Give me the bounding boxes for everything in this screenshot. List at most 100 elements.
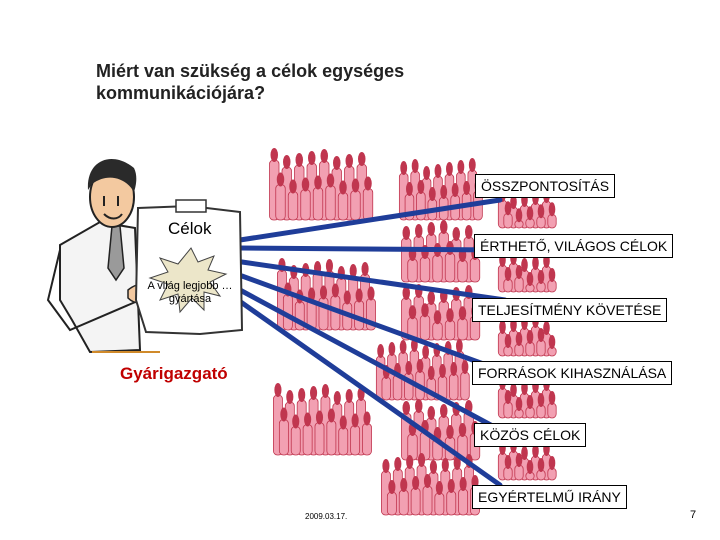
crowd-person-body bbox=[422, 485, 433, 516]
crowd-person-head bbox=[446, 162, 453, 176]
crowd-person-head bbox=[427, 406, 435, 420]
director-label: Gyárigazgató bbox=[120, 364, 228, 383]
crowd-group bbox=[273, 383, 372, 456]
crowd-person-head bbox=[402, 226, 410, 240]
crowd-person-head bbox=[319, 285, 328, 300]
crowd-person-head bbox=[402, 286, 410, 300]
director-hair bbox=[87, 159, 137, 192]
footer-date: 2009.03.17. bbox=[305, 512, 348, 521]
crowd-person-head bbox=[537, 458, 545, 472]
crowd-person-head bbox=[543, 321, 550, 335]
goal-label-6: EGYÉRTELMŰ IRÁNY bbox=[472, 485, 627, 509]
crowd-person-body bbox=[278, 419, 289, 456]
crowd-person-head bbox=[423, 474, 432, 488]
crowd-person-head bbox=[548, 335, 556, 349]
crowd-person-head bbox=[412, 476, 420, 490]
crowd-person-head bbox=[400, 161, 408, 175]
crowd-person-head bbox=[468, 158, 476, 172]
crowd-person-head bbox=[526, 272, 534, 286]
crowd-person-head bbox=[406, 455, 414, 469]
crowd-person-head bbox=[427, 222, 435, 236]
crowd-person-head bbox=[446, 308, 454, 323]
page-number: 7 bbox=[690, 509, 697, 521]
crowd-person-head bbox=[325, 259, 333, 273]
crowd-person-head bbox=[537, 328, 545, 342]
crowd-person-body bbox=[300, 189, 311, 221]
crowd-person-head bbox=[308, 151, 316, 165]
crowd-person-body bbox=[514, 276, 524, 293]
crowd-group bbox=[497, 439, 557, 481]
crowd-person-head bbox=[351, 413, 359, 428]
crowd-person-body bbox=[398, 489, 409, 516]
crowd-person-body bbox=[338, 427, 349, 456]
crowd-person-head bbox=[418, 453, 426, 467]
director-mouth bbox=[103, 213, 123, 220]
crowd-person-head bbox=[427, 366, 435, 380]
crowd-person-head bbox=[461, 360, 469, 374]
goal-label-4: FORRÁSOK KIHASZNÁLÁSA bbox=[472, 361, 673, 385]
crowd-person-head bbox=[537, 270, 545, 284]
crowd-person-head bbox=[510, 195, 517, 209]
director-eyes bbox=[103, 196, 119, 206]
crowd-person-head bbox=[526, 395, 534, 409]
crowd-person-body bbox=[458, 488, 469, 516]
crowd-person-head bbox=[440, 220, 448, 234]
crowd-person-body bbox=[407, 258, 418, 283]
crowd-person-head bbox=[504, 390, 512, 404]
crowd-person-head bbox=[526, 460, 534, 474]
crowd-person-head bbox=[459, 477, 467, 491]
crowd-person-head bbox=[537, 393, 545, 407]
crowd-person-head bbox=[452, 227, 460, 241]
crowd-person-head bbox=[521, 446, 528, 460]
crowd-person-head bbox=[331, 283, 339, 298]
crowd-person-head bbox=[292, 414, 300, 429]
crowd-person-head bbox=[400, 478, 408, 492]
crowd-person-head bbox=[499, 320, 506, 334]
arrow-5 bbox=[237, 287, 503, 433]
crowd-person-head bbox=[423, 166, 431, 180]
crowd-person-head bbox=[301, 177, 310, 192]
crowd-person-head bbox=[515, 332, 523, 346]
crowd-person-head bbox=[333, 156, 341, 170]
crowd-person-head bbox=[428, 187, 436, 201]
crowd-person-head bbox=[548, 391, 556, 405]
crowd-person-head bbox=[458, 306, 467, 321]
crowd-person-head bbox=[321, 384, 329, 398]
crowd-person-head bbox=[367, 286, 375, 301]
crowd-person-head bbox=[548, 202, 556, 217]
crowd-person-head bbox=[326, 173, 335, 188]
crowd-person-head bbox=[377, 344, 384, 358]
crowd-person-body bbox=[514, 464, 524, 481]
sign-star-text: A világ legjobb … gyártása bbox=[147, 280, 233, 305]
goals-sign bbox=[134, 199, 244, 336]
crowd-person-body bbox=[350, 425, 361, 456]
crowd-person-head bbox=[458, 423, 467, 437]
crowd-person-body bbox=[457, 317, 468, 341]
crowd-person-head bbox=[314, 175, 322, 190]
crowd-person-head bbox=[532, 444, 539, 458]
crowd-person-body bbox=[446, 490, 457, 516]
crowd-person-head bbox=[355, 288, 363, 303]
crowd-person-head bbox=[339, 180, 347, 195]
crowd-group bbox=[497, 188, 557, 229]
crowd-person-body bbox=[503, 212, 513, 229]
director-jacket bbox=[59, 220, 142, 354]
crowd-group bbox=[401, 399, 481, 461]
crowd-person-head bbox=[343, 290, 351, 305]
crowd-person-body bbox=[410, 487, 421, 516]
crowd-person-head bbox=[280, 407, 288, 422]
crowd-person-head bbox=[416, 359, 424, 373]
crowd-person-head bbox=[388, 480, 396, 494]
crowd-person-head bbox=[521, 258, 528, 272]
crowd-person-head bbox=[515, 208, 523, 223]
crowd-person-head bbox=[351, 178, 360, 193]
crowd-person-body bbox=[525, 341, 535, 357]
crowd-person-body bbox=[314, 422, 325, 456]
sign-star bbox=[148, 247, 228, 314]
crowd-person-head bbox=[526, 330, 534, 344]
arrow-6 bbox=[235, 297, 503, 488]
crowd-group bbox=[497, 251, 557, 293]
crowd-person-head bbox=[295, 153, 303, 167]
crowd-person-head bbox=[276, 172, 285, 187]
crowd-person-body bbox=[362, 188, 374, 221]
